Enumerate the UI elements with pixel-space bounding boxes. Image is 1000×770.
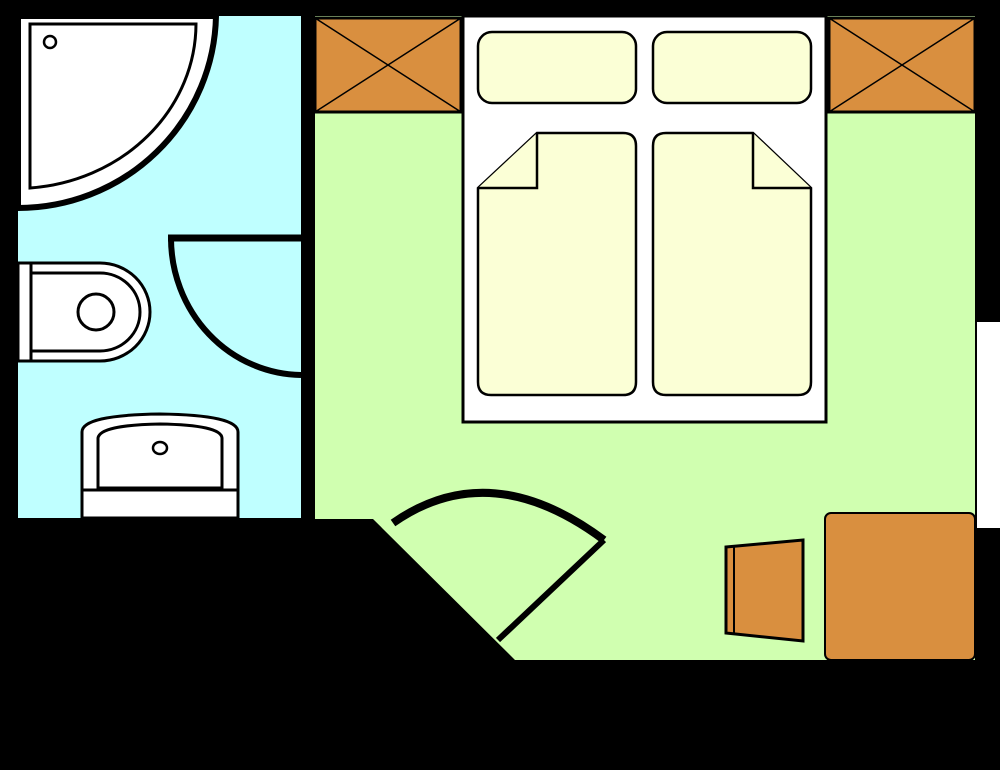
toilet xyxy=(16,261,152,363)
double-bed xyxy=(461,14,828,424)
bathroom xyxy=(15,13,302,520)
sink xyxy=(80,412,240,520)
faucet-icon xyxy=(151,440,169,456)
wardrobe-left xyxy=(313,16,463,114)
entrance-door[interactable] xyxy=(390,488,607,643)
bedroom xyxy=(313,14,1000,661)
bathroom-door[interactable] xyxy=(168,234,302,378)
wardrobe-right xyxy=(827,16,977,114)
duvet-left xyxy=(476,131,638,397)
window xyxy=(977,322,1000,528)
pillow-right xyxy=(651,30,813,105)
duvet-right xyxy=(651,131,813,397)
shower xyxy=(15,13,220,212)
shower-drain-icon xyxy=(42,34,58,50)
pillow-left xyxy=(476,30,638,105)
chair xyxy=(724,538,805,643)
desk xyxy=(824,512,976,661)
